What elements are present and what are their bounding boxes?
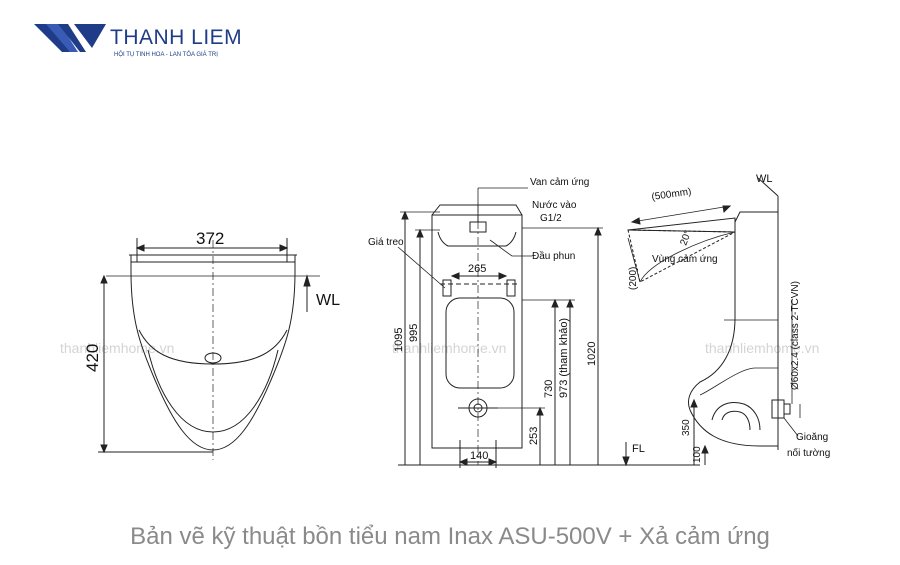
sensor-valve-label: Van cảm ứng	[530, 177, 589, 188]
front-width-label: 372	[196, 229, 224, 248]
brand-logo: THANH LIEM HỘI TỤ TINH HOA - LAN TỎA GIÁ…	[30, 18, 250, 68]
dim-1020-label: 1020	[586, 342, 598, 366]
front-wl-label: WL	[316, 292, 340, 309]
center-view	[397, 187, 700, 468]
watermark-3: thanhliemhome.vn	[705, 340, 819, 356]
sensing-zone-label: Vùng cảm ứng	[652, 254, 718, 265]
wall-joint-label: nối tường	[787, 447, 830, 459]
dim-350-label: 350	[681, 419, 692, 436]
caption: Bản vẽ kỹ thuật bồn tiểu nam Inax ASU-50…	[130, 523, 770, 550]
dim-140-label: 140	[470, 450, 488, 462]
dim-973-label: 973 (tham khảo)	[558, 318, 570, 398]
range-label: (500mm)	[651, 187, 692, 203]
side-wl-label: WL	[756, 173, 773, 185]
logo-mark-icon	[34, 24, 106, 52]
front-height-label: 420	[83, 344, 102, 372]
brand-tagline: HỘI TỤ TINH HOA - LAN TỎA GIÁ TRỊ	[114, 52, 218, 58]
fl-label: FL	[632, 443, 645, 455]
dim-730-label: 730	[543, 380, 555, 398]
drain-size-label: Ø60x2.4 (class 2-TCVN)	[790, 281, 801, 390]
dim-253-label: 253	[528, 427, 540, 445]
dim-100-label: 100	[692, 446, 703, 463]
water-inlet-label: Nước vào	[532, 200, 577, 211]
gasket-label: Gioăng	[796, 432, 828, 443]
angle-label: 20°	[678, 229, 694, 247]
bracket-label: Giá treo	[368, 237, 404, 248]
side-view	[627, 177, 801, 465]
watermark-1: thanhliemhome.vn	[60, 340, 174, 356]
front-view	[98, 238, 320, 460]
brand-name: THANH LIEM	[110, 26, 243, 49]
spray-head-label: Đầu phun	[532, 250, 575, 262]
dim-1095-label: 1095	[393, 328, 405, 352]
dim-995-label: 995	[408, 324, 420, 342]
inlet-size-label: G1/2	[540, 213, 562, 224]
dim-265-label: 265	[468, 263, 486, 275]
dim-200-label: (200)	[628, 267, 639, 290]
